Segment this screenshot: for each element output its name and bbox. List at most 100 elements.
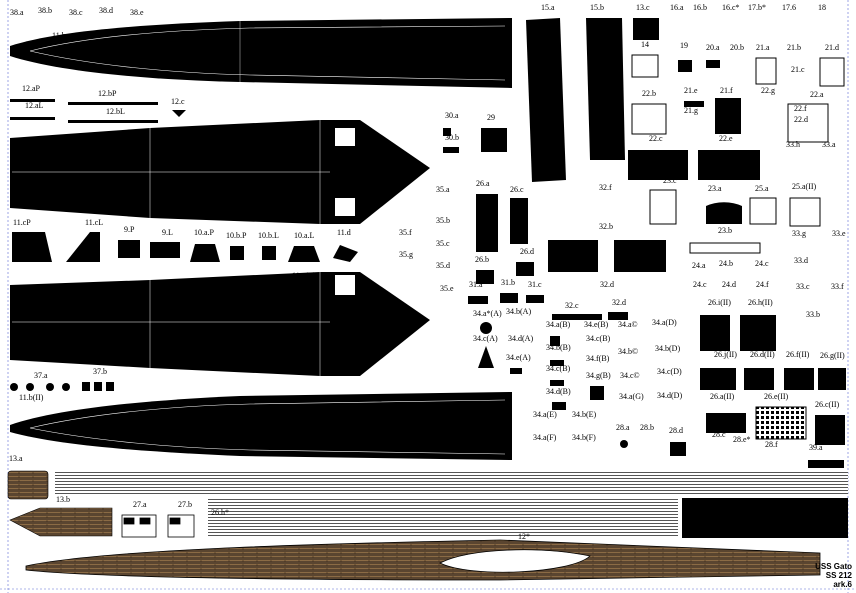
part-label: 22.c [649,134,663,143]
part-label: 35.e [440,284,454,293]
hull-part-11a [10,120,430,224]
part-label: 24.a [692,261,706,270]
credit-line-sheet: ark.6 [833,580,852,589]
main-deck-12 [25,539,821,581]
part-label: 30.a [445,111,459,120]
part-label: 32.d [612,298,626,307]
part-label: 34.a(B) [546,320,571,329]
part-label: 29 [487,113,495,122]
stripe-panels [55,470,848,538]
part-label: 21.c [791,65,805,74]
part-label: 9.L [162,228,173,237]
deck-piece-13a [7,470,49,500]
part-label: 34.a(G) [619,392,644,401]
part-label: 21.a [756,43,770,52]
part-label: 34.e(A) [506,353,531,362]
part-label: 34.d(B) [546,387,571,396]
credit-line-ship: USS Gato [815,562,852,571]
part-label: 38.a [10,8,24,17]
small-pieces-37 [10,382,114,391]
part-label: 23.b [718,226,732,235]
part-label: 33.d [794,256,808,265]
part-label: 24.d [722,280,736,289]
part-label: 22.e [719,134,733,143]
part-label: 10.b.P [226,231,247,240]
part-label: 33.g [792,229,806,238]
part-label: 28.c [712,430,726,439]
part-label: 34.d(D) [657,391,682,400]
part-label: 20.b [730,43,744,52]
part-label: 26.c(II) [815,400,840,409]
part-label: 34.c(B) [546,364,571,373]
part-label: 31.a [469,280,483,289]
part-label: 13.a [9,454,23,463]
part-label: 13.b [56,495,70,504]
part-label: 25.a [755,184,769,193]
part-label: 22.d [794,115,808,124]
part-label: 33.c [796,282,810,291]
parts-27 [121,514,195,538]
part-label: 26.c [510,185,524,194]
part-label: 28.d [669,426,683,435]
part-label: 34.b(E) [572,410,597,419]
part-label: 38.e [130,8,144,17]
part-label: 38.b [38,6,52,15]
part-label: 16.b [693,3,707,12]
part-label: 33.e [832,229,846,238]
part-label: 9.P [124,225,135,234]
fittings-row [12,232,358,262]
part-label: 35.c [436,239,450,248]
part-label: 35.b [436,216,450,225]
part-label: 35.a [436,185,450,194]
part-label: 32.f [599,183,612,192]
part-label: 27.a [133,500,147,509]
part-label: 24.f [756,280,769,289]
part-label: 11.cP [13,218,31,227]
part-label: 25.a(II) [792,182,817,191]
part-label: 26.f(II) [786,350,810,359]
part-label: 17.6 [782,3,796,12]
part-label: 23.c [663,176,677,185]
part-label: 11.d [337,228,351,237]
part-label: 34.a(E) [533,410,557,419]
part-label: 16.c* [722,3,740,12]
part-label: 26.b(II) [820,376,845,385]
part-label: 12.bL [106,107,125,116]
part-label: 26.d [520,247,534,256]
part-label: 35.d [436,261,450,270]
part-label: 22.g [761,86,775,95]
part-label: 34.a*(A) [473,309,502,318]
part-label: 15.a [541,3,555,12]
part-label: 34.c(A) [473,334,498,343]
part-label: 10.b.L [258,231,279,240]
part-label: 28.f [765,440,778,449]
part-label: 13.c [636,3,650,12]
part-label: 19 [680,41,688,50]
part-label: 11.cL [85,218,103,227]
small-strips [10,99,186,123]
part-label: 34.c(D) [657,367,682,376]
part-label: 21.g [684,106,698,115]
part-label: 12.bP [98,89,117,98]
part-label: 22.a [810,90,824,99]
credit-block: USS Gato SS 212 ark.6 [815,562,852,589]
part-label: 38.c [69,8,83,17]
part-label: 34.b(F) [572,433,596,442]
part-label: 26.b [475,255,489,264]
part-label: 34.b(A) [506,307,531,316]
hull-part-11b [10,18,512,88]
part-label: 30.b [445,133,459,142]
part-label: 18 [818,3,826,12]
part-label: 12.c [171,97,185,106]
part-label: 32.c [565,301,579,310]
deck-piece-13b [9,507,113,537]
part-label: 32.d [600,280,614,289]
part-label: 39.a [809,443,823,452]
part-label: 33.h [786,140,800,149]
part-label: 34.f(B) [586,354,610,363]
part-label: 15.b [590,3,604,12]
part-label: 35.g [399,250,413,259]
part-label: 26.e(II) [764,392,789,401]
part-label: 26.a [476,179,490,188]
